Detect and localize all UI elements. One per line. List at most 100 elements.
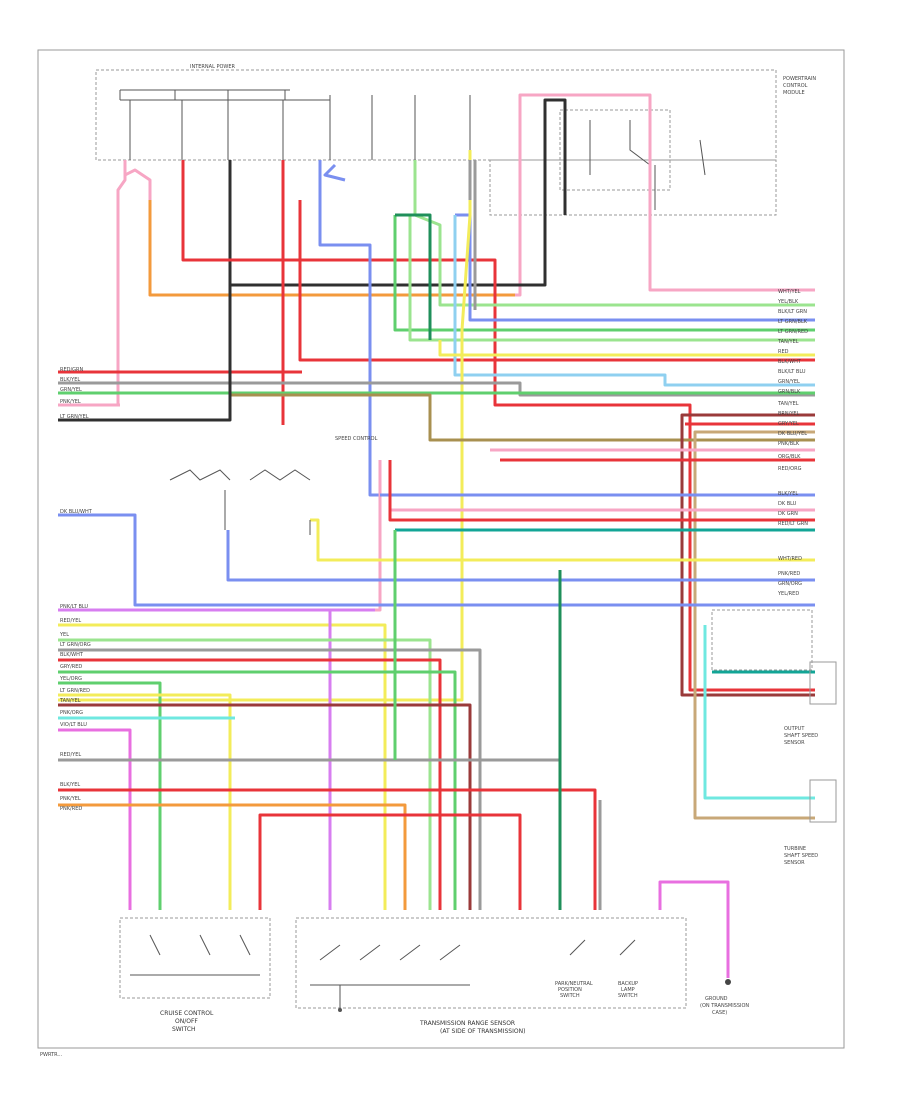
wire-56 xyxy=(658,880,730,978)
left-wire-label: LT GRN/YEL xyxy=(60,414,89,420)
left-wire-label: RED/YEL xyxy=(60,752,81,758)
right-wire-label: WHT/RED xyxy=(778,556,802,562)
wire-48 xyxy=(58,758,562,910)
left-wire-label: PNK/ORG xyxy=(60,710,83,716)
wire-41 xyxy=(58,658,442,910)
left-wire-label: GRY/RED xyxy=(60,664,82,670)
wire-21 xyxy=(230,393,815,442)
left-wire-label: YEL/ORG xyxy=(59,676,82,682)
right-wire-label: WHT/YEL xyxy=(778,289,801,295)
wire-8 xyxy=(323,163,346,182)
wire-1 xyxy=(124,93,815,297)
cruise-switch-label-1: CRUISE CONTROL xyxy=(160,1010,214,1017)
pcm-header: INTERNAL POWER xyxy=(190,64,235,70)
left-wire-label: TAN/YEL xyxy=(59,698,81,704)
left-wire-label: PNK/LT BLU xyxy=(60,604,88,610)
right-wire-label: TAN/YEL xyxy=(777,339,799,345)
wire-10 xyxy=(413,160,815,307)
right-wire-label: BLK/WHT xyxy=(778,359,802,365)
wire-40 xyxy=(58,648,482,910)
pcm-box xyxy=(95,69,777,161)
cruise-switch-contacts xyxy=(130,934,260,976)
left-wire-labels: RED/GRN BLK/YEL GRN/YEL PNK/YEL LT GRN/YEL DK… xyxy=(59,367,93,812)
right-wire-label: DK GRN xyxy=(778,511,798,517)
backup-label-3: SWITCH xyxy=(618,993,638,999)
wire-16 xyxy=(438,340,815,357)
right-wire-label: PNK/BLK xyxy=(778,441,800,447)
backup-label-1: BACKUP xyxy=(618,981,638,987)
wire-44 xyxy=(58,693,232,910)
speed-control-label: SPEED CONTROL xyxy=(335,436,378,442)
right-wire-label: ORG/BLK xyxy=(778,454,801,460)
wire-19 xyxy=(58,381,815,397)
wire-17 xyxy=(468,160,477,310)
pcm-label-3: MODULE xyxy=(783,90,805,96)
wire-15 xyxy=(58,150,472,702)
left-wire-label: LT GRN/ORG xyxy=(60,642,91,648)
wire-51 xyxy=(258,813,522,910)
oss-connector-box xyxy=(711,609,813,671)
right-wire-label: RED/ORG xyxy=(778,466,802,472)
wire-14 xyxy=(453,215,815,387)
ground-point xyxy=(725,979,731,985)
right-wire-label: BLK/LT BLU xyxy=(778,369,806,375)
wire-12 xyxy=(395,213,432,340)
left-wire-label: RED/GRN xyxy=(60,367,84,373)
tss-sensor-box xyxy=(809,779,837,823)
right-wire-label: DK BLU/YEL xyxy=(778,431,807,437)
right-wire-label: GRN/YEL xyxy=(778,379,800,385)
pcm-label-1: POWERTRAIN xyxy=(783,76,816,82)
left-wire-label: BLK/YEL xyxy=(60,782,80,788)
tr-sensor-label-1: TRANSMISSION RANGE SENSOR xyxy=(419,1020,515,1027)
right-wire-label: BLK/LT GRN xyxy=(778,309,807,315)
right-wire-label: BLK/YEL xyxy=(778,491,798,497)
right-wire-label: GRN/BLK xyxy=(778,389,801,395)
right-wire-label: GRN/ORG xyxy=(778,581,802,587)
tr-sensor-contacts xyxy=(310,939,636,1010)
right-wire-label: RED xyxy=(778,349,789,355)
left-wire-label: VIO/LT BLU xyxy=(60,722,87,728)
range-switch-label-2: POSITION xyxy=(558,987,582,993)
pcm-label-2: CONTROL xyxy=(783,83,808,89)
wire-26 xyxy=(693,430,815,820)
page-label: PWRTR... xyxy=(40,1052,63,1058)
tr-sensor-box xyxy=(295,917,687,1009)
left-wire-label: DK BLU/WHT xyxy=(60,509,93,515)
left-wire-label: PNK/RED xyxy=(60,806,82,812)
left-wire-label: BLK/WHT xyxy=(60,652,84,658)
right-wire-label: DK BLU xyxy=(778,501,797,507)
wire-47 xyxy=(58,728,132,910)
right-wire-label: RED/LT GRN xyxy=(778,521,808,527)
left-wire-label: BLK/YEL xyxy=(60,377,80,383)
wire-37 xyxy=(58,623,387,910)
outer-frame xyxy=(37,49,845,1049)
tss-label-3: SENSOR xyxy=(784,860,805,866)
wire-11 xyxy=(408,215,815,342)
wire-39 xyxy=(58,638,432,910)
wire-50 xyxy=(58,803,407,910)
left-wire-label: GRN/YEL xyxy=(60,387,82,393)
tr-sensor-ground-dot xyxy=(338,1008,342,1012)
ground-label-3: CASE) xyxy=(712,1010,727,1016)
right-wire-label: BRN/YEL xyxy=(778,411,800,417)
oss-sensor-box xyxy=(809,661,837,705)
cruise-switch-label-2: ON/OFF xyxy=(175,1018,198,1025)
wire-6 xyxy=(298,200,815,362)
pcm-internal-bus xyxy=(119,89,330,101)
oss-label-2: SHAFT SPEED xyxy=(784,733,818,739)
wire-35 xyxy=(226,530,815,582)
wire-34 xyxy=(58,513,815,607)
left-wire-label: LT GRN/RED xyxy=(60,688,90,694)
wire-43 xyxy=(58,681,162,910)
wire-36 xyxy=(310,518,815,562)
right-wire-label: PNK/RED xyxy=(778,571,800,577)
left-wire-label: YEL xyxy=(59,632,69,638)
wire-13 xyxy=(455,213,815,322)
wire-54 xyxy=(703,625,815,800)
wire-32 xyxy=(388,460,815,522)
ground-label-2: (ON TRANSMISSION xyxy=(700,1003,749,1009)
left-wire-label: PNK/YEL xyxy=(60,796,81,802)
tss-label-2: SHAFT SPEED xyxy=(784,853,818,859)
